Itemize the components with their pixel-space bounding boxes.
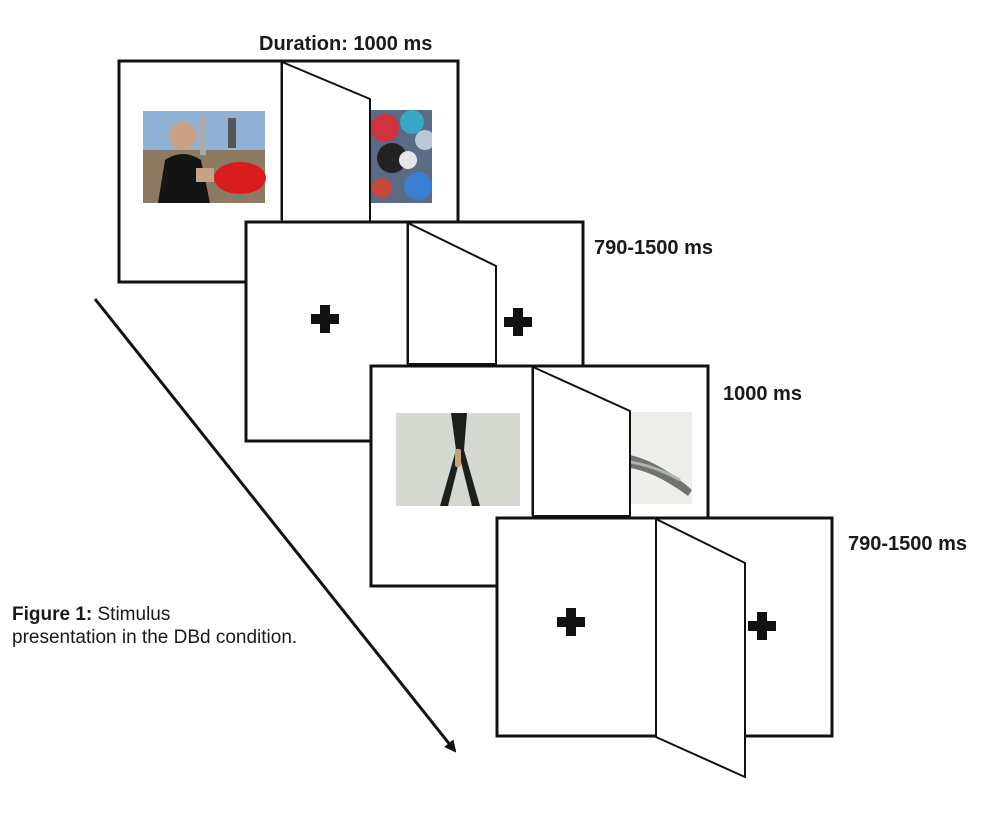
duration-label-3: 1000 ms — [723, 383, 802, 405]
figure-caption: Figure 1: Stimulus presentation in the D… — [12, 603, 297, 649]
frame-2-flap — [407, 221, 497, 365]
time-arrow — [93, 298, 457, 753]
frame-4-flap — [655, 517, 746, 779]
fixation-cross-left — [311, 305, 339, 333]
caption-label: Figure 1: — [12, 604, 93, 625]
colorful-toys-photo — [370, 110, 432, 203]
frame-3-flap — [532, 365, 631, 517]
duration-label-4: 790-1500 ms — [848, 533, 967, 555]
metal-tool-photo — [630, 412, 692, 504]
fixation-cross-left — [557, 608, 585, 636]
fixation-cross-right — [504, 308, 532, 336]
duration-label-1: Duration: 1000 ms — [259, 33, 432, 55]
duration-label-2: 790-1500 ms — [594, 237, 713, 259]
zipper-photo — [396, 413, 520, 506]
fixation-cross-right — [748, 612, 776, 640]
frame-4: 790-1500 ms — [495, 516, 967, 779]
frame-1: Duration: 1000 ms — [117, 33, 460, 284]
caption-text-line1: Stimulus — [92, 604, 171, 625]
caption-text-line2: presentation in the DBd condition. — [12, 627, 298, 648]
man-with-boxing-glove-photo — [143, 111, 266, 203]
